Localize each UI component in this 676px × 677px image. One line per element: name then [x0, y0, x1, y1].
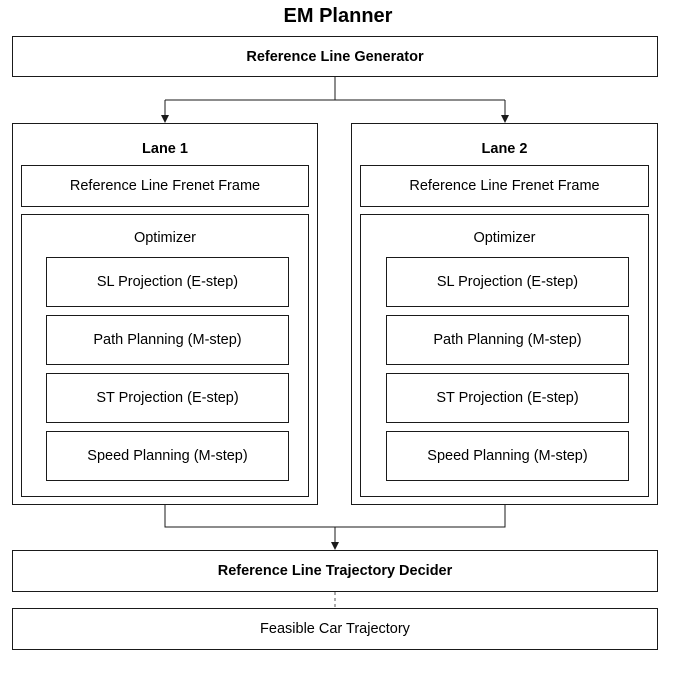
lane-1-step-st-projection-label: ST Projection (E-step)	[96, 390, 239, 406]
lane-2-step-speed-planning-label: Speed Planning (M-step)	[427, 448, 588, 464]
lane-1-optimizer-label: Optimizer	[133, 230, 197, 246]
lane-2-step-st-projection: ST Projection (E-step)	[386, 373, 629, 423]
trajectory-decider-label: Reference Line Trajectory Decider	[217, 563, 453, 579]
split-connector	[165, 77, 505, 101]
lane-2-optimizer-label: Optimizer	[473, 230, 536, 246]
reference-line-generator-label: Reference Line Generator	[246, 48, 424, 65]
lane-2-label: Lane 2	[481, 141, 528, 157]
lane-2-step-sl-projection-label: SL Projection (E-step)	[436, 274, 579, 290]
lane-1-step-st-projection: ST Projection (E-step)	[46, 373, 289, 423]
lane-1-step-sl-projection: SL Projection (E-step)	[46, 257, 289, 307]
lane-1-step-speed-planning: Speed Planning (M-step)	[46, 431, 289, 481]
lane-2-frenet-box: Reference Line Frenet Frame	[360, 165, 649, 207]
feasible-trajectory-label: Feasible Car Trajectory	[260, 621, 410, 637]
trajectory-decider-box: Reference Line Trajectory Decider	[12, 550, 658, 592]
lane-1-step-path-planning-label: Path Planning (M-step)	[93, 332, 242, 348]
lane-1-label: Lane 1	[142, 141, 188, 157]
lane-2-optimizer-box: Optimizer SL Projection (E-step) Path Pl…	[360, 214, 649, 497]
lane-2-step-path-planning: Path Planning (M-step)	[386, 315, 629, 365]
lane-1-box: Lane 1 Reference Line Frenet Frame Optim…	[12, 123, 318, 505]
feasible-trajectory-box: Feasible Car Trajectory	[12, 608, 658, 650]
diagram-title: EM Planner	[283, 5, 393, 27]
lane-1-step-path-planning: Path Planning (M-step)	[46, 315, 289, 365]
lane-1-step-speed-planning-label: Speed Planning (M-step)	[87, 448, 248, 464]
lane-2-frenet-label: Reference Line Frenet Frame	[409, 178, 600, 194]
reference-line-generator-box: Reference Line Generator	[12, 36, 658, 77]
lane-2-box: Lane 2 Reference Line Frenet Frame Optim…	[351, 123, 658, 505]
lane-1-optimizer-box: Optimizer SL Projection (E-step) Path Pl…	[21, 214, 309, 497]
lane-2-step-speed-planning: Speed Planning (M-step)	[386, 431, 629, 481]
lane-1-step-sl-projection-label: SL Projection (E-step)	[96, 274, 239, 290]
lane-1-frenet-label: Reference Line Frenet Frame	[69, 178, 261, 194]
lane-2-step-st-projection-label: ST Projection (E-step)	[436, 390, 579, 406]
lane-2-step-sl-projection: SL Projection (E-step)	[386, 257, 629, 307]
lane-1-frenet-box: Reference Line Frenet Frame	[21, 165, 309, 207]
lane-2-step-path-planning-label: Path Planning (M-step)	[433, 332, 582, 348]
